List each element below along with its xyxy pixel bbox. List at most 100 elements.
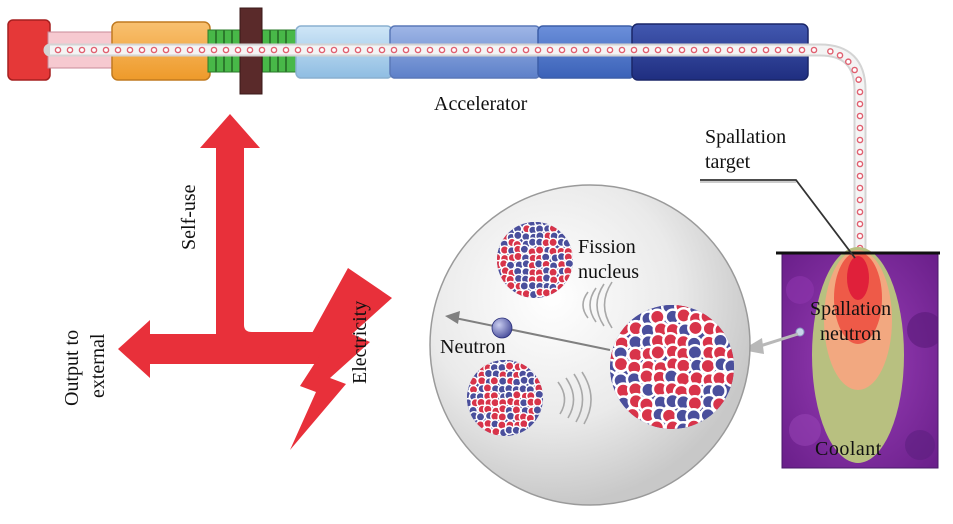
proton-sphere bbox=[482, 383, 493, 393]
proton-particle bbox=[750, 46, 758, 54]
accelerator bbox=[7, 7, 867, 269]
proton-sphere bbox=[649, 343, 667, 361]
proton-particle bbox=[474, 46, 482, 54]
proton-sphere bbox=[532, 397, 543, 407]
proton-particle bbox=[738, 46, 746, 54]
proton-particle bbox=[126, 46, 134, 54]
proton-particle bbox=[762, 46, 770, 54]
neutron-to-fission-arrow bbox=[759, 332, 799, 348]
label-fission-nucleus-2: nucleus bbox=[578, 261, 639, 283]
spallation-target-block bbox=[776, 247, 940, 469]
neutron-sphere bbox=[497, 376, 508, 387]
proton-particle bbox=[856, 148, 864, 156]
lightning-bolt-icon bbox=[290, 268, 392, 450]
nucleus-large bbox=[610, 305, 734, 429]
label-fission-nucleus-1: Fission bbox=[578, 236, 636, 258]
proton-particle bbox=[330, 46, 338, 54]
heat-zone-core bbox=[847, 256, 869, 300]
proton-particle bbox=[678, 46, 686, 54]
proton-particle bbox=[186, 46, 194, 54]
proton-particle bbox=[138, 46, 146, 54]
proton-particle bbox=[90, 46, 98, 54]
wave-lines bbox=[557, 281, 613, 425]
label-spallation-neutron-2: neutron bbox=[820, 323, 881, 345]
proton-particle bbox=[666, 46, 674, 54]
proton-particle bbox=[450, 46, 458, 54]
proton-sphere bbox=[489, 375, 500, 386]
proton-particle bbox=[114, 46, 122, 54]
proton-particle bbox=[210, 46, 218, 54]
proton-particle bbox=[510, 46, 518, 54]
proton-particle bbox=[222, 46, 230, 54]
proton-sphere bbox=[497, 412, 508, 422]
neutron-sphere bbox=[519, 281, 530, 291]
label-spallation-neutron-1: Spallation bbox=[810, 298, 891, 320]
proton-particle bbox=[234, 46, 242, 54]
proton-particle bbox=[856, 112, 864, 120]
proton-particle bbox=[306, 46, 314, 54]
neutron-path-arrowhead bbox=[445, 311, 460, 324]
proton-particle bbox=[786, 46, 794, 54]
proton-particle bbox=[726, 46, 734, 54]
spallation-target-leader bbox=[700, 179, 856, 259]
label-neutron: Neutron bbox=[440, 336, 506, 358]
proton-particle bbox=[810, 46, 818, 54]
label-electricity: Electricity bbox=[349, 301, 371, 384]
proton-particle bbox=[618, 46, 626, 54]
proton-particle bbox=[856, 100, 864, 108]
proton-particle bbox=[342, 46, 350, 54]
power-output-arrows bbox=[118, 114, 392, 450]
neutron-sphere bbox=[686, 344, 704, 361]
output-external-arrow bbox=[118, 320, 330, 378]
proton-particle bbox=[354, 46, 362, 54]
proton-particle bbox=[270, 46, 278, 54]
proton-particle bbox=[856, 172, 864, 180]
proton-particle bbox=[546, 46, 554, 54]
proton-particle bbox=[534, 46, 542, 54]
proton-particle bbox=[654, 46, 662, 54]
proton-particle bbox=[856, 196, 864, 204]
proton-sphere bbox=[534, 245, 545, 256]
fission-detail-circle bbox=[429, 184, 751, 506]
proton-particle bbox=[856, 232, 864, 240]
proton-particle bbox=[414, 46, 422, 54]
proton-sphere bbox=[699, 357, 717, 375]
proton-particle bbox=[851, 66, 858, 74]
proton-particle bbox=[294, 46, 302, 54]
proton-particle bbox=[258, 46, 266, 54]
proton-particle bbox=[702, 46, 710, 54]
proton-particle bbox=[856, 124, 864, 132]
proton-particle bbox=[856, 220, 864, 228]
label-output-1: Output to bbox=[61, 330, 83, 406]
neutron-icon bbox=[491, 317, 513, 339]
proton-particle bbox=[426, 46, 434, 54]
proton-particle bbox=[856, 184, 864, 192]
proton-particle bbox=[774, 46, 782, 54]
proton-particle bbox=[102, 46, 110, 54]
proton-particle bbox=[462, 46, 470, 54]
proton-particle bbox=[606, 46, 614, 54]
proton-particle bbox=[714, 46, 722, 54]
proton-particle bbox=[318, 46, 326, 54]
proton-particle bbox=[558, 46, 566, 54]
proton-particle bbox=[402, 46, 410, 54]
proton-particle bbox=[66, 46, 74, 54]
proton-particle bbox=[570, 46, 578, 54]
nucleus-small-bottom bbox=[467, 360, 543, 436]
proton-sphere bbox=[504, 361, 515, 372]
proton-particle bbox=[594, 46, 602, 54]
proton-particle bbox=[630, 46, 638, 54]
neutron-sphere bbox=[475, 411, 486, 422]
coolant-texture bbox=[786, 276, 938, 460]
proton-particle bbox=[498, 46, 506, 54]
proton-particle bbox=[844, 58, 852, 66]
proton-particle bbox=[438, 46, 446, 54]
neutron-sphere bbox=[519, 375, 530, 386]
proton-particle bbox=[522, 46, 530, 54]
label-spallation-target-1: Spallation bbox=[705, 126, 786, 148]
proton-particle bbox=[162, 46, 170, 54]
label-accelerator: Accelerator bbox=[434, 93, 528, 115]
proton-particle bbox=[856, 208, 864, 216]
